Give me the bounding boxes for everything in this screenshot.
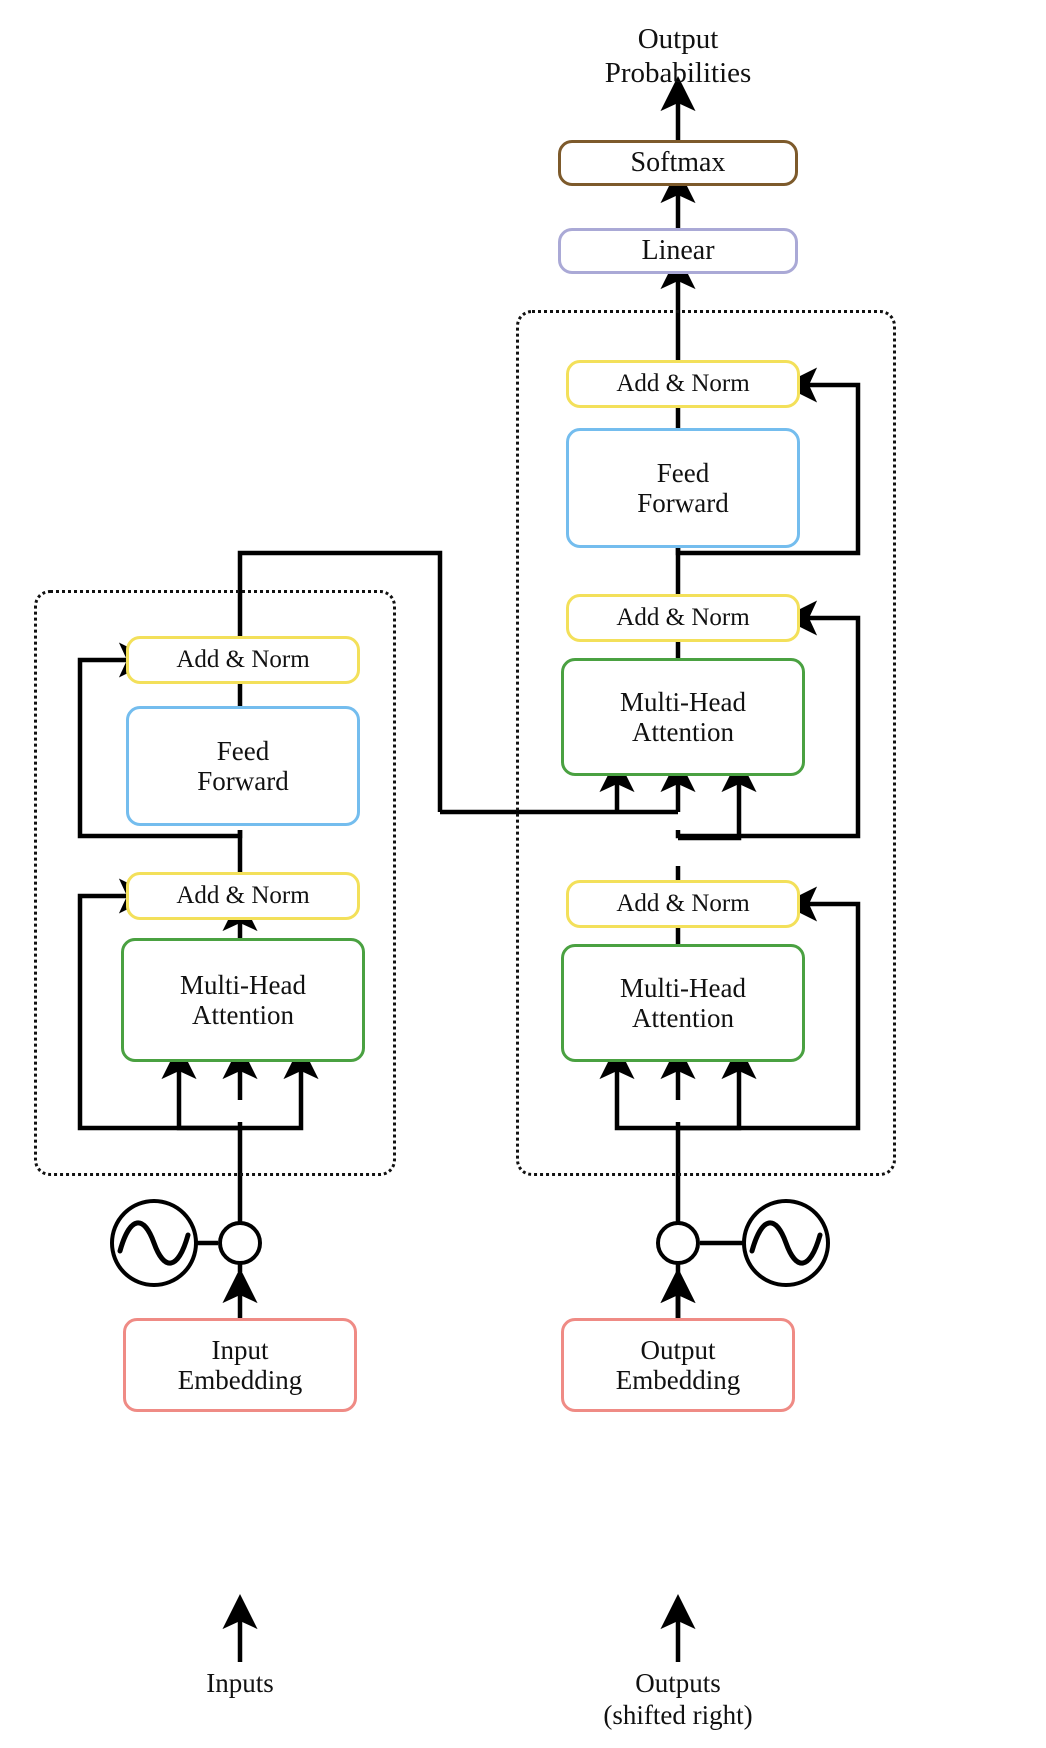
decoder-cross-attn-line-2: Attention xyxy=(631,717,734,747)
wire-decoder-query-bus xyxy=(678,812,742,841)
encoder-add-norm-top-box[interactable]: Add & Norm xyxy=(126,636,360,684)
wire-dec-crossattn-residual xyxy=(675,600,861,839)
softmax-box[interactable]: Softmax xyxy=(558,140,798,186)
decoder-ff-line-2: Forward xyxy=(637,488,729,518)
decoder-ff-line-1: Feed xyxy=(656,457,710,488)
encoder-self-attn-line-2: Attention xyxy=(191,1000,294,1030)
decoder-feed-forward-label: Feed Forward xyxy=(631,458,734,518)
output-embedding-line-1: Output xyxy=(640,1334,716,1365)
linear-label: Linear xyxy=(641,235,715,267)
output-probabilities-line-1: Output xyxy=(637,23,719,55)
encoder-ff-line-1: Feed xyxy=(216,735,270,766)
encoder-add-norm-bottom-box[interactable]: Add & Norm xyxy=(126,872,360,920)
decoder-add-norm-bottom-box[interactable]: Add & Norm xyxy=(566,880,800,928)
decoder-cross-attn-line-1: Multi-Head xyxy=(620,686,746,717)
decoder-add-norm-mid-label: Add & Norm xyxy=(616,604,750,631)
input-embedding-line-2: Embedding xyxy=(177,1365,303,1395)
output-probabilities-label: Output Probabilities xyxy=(548,22,808,90)
decoder-self-attn-line-1: Multi-Head xyxy=(620,972,746,1003)
decoder-positional-encoding-icon xyxy=(742,1199,830,1287)
decoder-cross-attention-box[interactable]: Multi-Head Attention xyxy=(561,658,805,776)
outputs-label: Outputs (shifted right) xyxy=(548,1668,808,1732)
linear-box[interactable]: Linear xyxy=(558,228,798,274)
decoder-self-attention-box[interactable]: Multi-Head Attention xyxy=(561,944,805,1062)
encoder-sum-node-icon xyxy=(218,1221,262,1265)
outputs-line-1: Outputs xyxy=(635,1668,721,1698)
output-embedding-label: Output Embedding xyxy=(610,1335,746,1395)
decoder-add-norm-mid-box[interactable]: Add & Norm xyxy=(566,594,800,642)
encoder-self-attention-label: Multi-Head Attention xyxy=(174,970,312,1030)
output-probabilities-line-2: Probabilities xyxy=(604,57,752,90)
decoder-cross-attention-label: Multi-Head Attention xyxy=(614,687,752,747)
sine-wave-glyph xyxy=(749,1220,823,1266)
decoder-feed-forward-box[interactable]: Feed Forward xyxy=(566,428,800,548)
decoder-sum-node-icon xyxy=(656,1221,700,1265)
encoder-ff-line-2: Forward xyxy=(197,766,289,796)
input-embedding-line-1: Input xyxy=(211,1334,269,1365)
decoder-stack-container xyxy=(516,310,896,1176)
decoder-self-attn-line-2: Attention xyxy=(631,1003,734,1033)
decoder-add-norm-top-box[interactable]: Add & Norm xyxy=(566,360,800,408)
encoder-self-attention-box[interactable]: Multi-Head Attention xyxy=(121,938,365,1062)
input-embedding-label: Input Embedding xyxy=(172,1335,308,1395)
input-embedding-box[interactable]: Input Embedding xyxy=(123,1318,357,1412)
softmax-label: Softmax xyxy=(630,147,726,179)
sine-wave-glyph xyxy=(117,1220,191,1266)
encoder-stack-container xyxy=(34,590,396,1176)
decoder-add-norm-bottom-label: Add & Norm xyxy=(616,890,750,917)
wire-encoder-output-route xyxy=(237,550,443,812)
inputs-text: Inputs xyxy=(206,1668,274,1698)
decoder-add-norm-top-label: Add & Norm xyxy=(616,370,750,397)
encoder-self-attn-line-1: Multi-Head xyxy=(180,969,306,1000)
encoder-add-norm-top-label: Add & Norm xyxy=(176,646,310,673)
encoder-add-norm-bottom-label: Add & Norm xyxy=(176,882,310,909)
encoder-feed-forward-box[interactable]: Feed Forward xyxy=(126,706,360,826)
inputs-label: Inputs xyxy=(140,1668,340,1700)
outputs-line-2: (shifted right) xyxy=(603,1699,753,1730)
output-embedding-line-2: Embedding xyxy=(615,1365,741,1395)
encoder-feed-forward-label: Feed Forward xyxy=(191,736,294,796)
output-embedding-box[interactable]: Output Embedding xyxy=(561,1318,795,1412)
decoder-self-attention-label: Multi-Head Attention xyxy=(614,973,752,1033)
encoder-positional-encoding-icon xyxy=(110,1199,198,1287)
